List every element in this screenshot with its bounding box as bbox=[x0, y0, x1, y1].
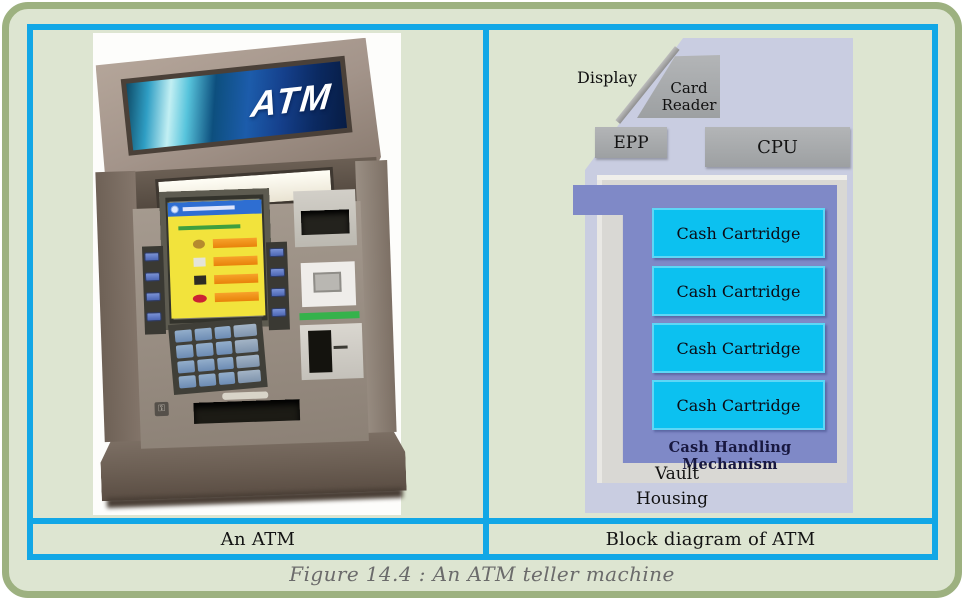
keypad-key bbox=[178, 374, 197, 389]
keypad-key bbox=[195, 342, 214, 357]
display-label: Display bbox=[577, 68, 638, 87]
atm-block-diagram: Cash Cartridge Cash Cartridge Cash Cartr… bbox=[489, 30, 932, 518]
vault-label: Vault bbox=[654, 464, 700, 484]
atm-photo-panel: ATM bbox=[33, 30, 483, 518]
cash-cartridge-block: Cash Cartridge bbox=[652, 266, 825, 316]
cpu-block: CPU bbox=[705, 127, 850, 167]
screen-stop-icon bbox=[192, 294, 207, 303]
cash-cartridge-label: Cash Cartridge bbox=[676, 223, 801, 243]
left-caption-cell: An ATM bbox=[33, 524, 483, 554]
keypad-key bbox=[234, 338, 259, 353]
cash-cartridge-label: Cash Cartridge bbox=[676, 281, 801, 301]
epp-block: EPP bbox=[595, 127, 667, 158]
screen-menu-bar bbox=[213, 255, 258, 267]
function-key bbox=[269, 267, 286, 278]
keypad-key bbox=[217, 371, 236, 386]
card-slot bbox=[308, 330, 333, 373]
atm-screen bbox=[167, 199, 266, 319]
keypad-key bbox=[175, 344, 194, 359]
screen-menu-bar bbox=[212, 237, 258, 249]
cash-cartridge-label: Cash Cartridge bbox=[676, 395, 801, 415]
keypad-key bbox=[194, 327, 212, 342]
screen-coin-icon bbox=[192, 239, 206, 249]
function-key bbox=[145, 292, 161, 302]
block-diagram-panel: Cash Cartridge Cash Cartridge Cash Cartr… bbox=[489, 30, 932, 518]
cash-cartridge-block: Cash Cartridge bbox=[652, 323, 825, 373]
atm-photo-caption: An ATM bbox=[220, 528, 296, 550]
cash-cartridge-block: Cash Cartridge bbox=[652, 208, 825, 258]
cash-cartridge-block: Cash Cartridge bbox=[652, 380, 825, 430]
keypad-key bbox=[216, 356, 235, 370]
keypad-key bbox=[215, 341, 234, 355]
epp-label: EPP bbox=[613, 132, 649, 153]
keypad-key bbox=[177, 359, 195, 374]
screen-menu-bar bbox=[214, 291, 259, 303]
cash-cartridge-label: Cash Cartridge bbox=[676, 338, 801, 358]
housing-label: Housing bbox=[635, 489, 708, 509]
screen-menu-bar bbox=[214, 273, 259, 285]
cash-dispenser-slot bbox=[193, 399, 301, 424]
receipt-slot bbox=[300, 209, 350, 236]
function-key bbox=[144, 252, 160, 262]
function-key bbox=[270, 287, 286, 298]
figure-table: ATM bbox=[27, 24, 938, 560]
cpu-label: CPU bbox=[757, 136, 798, 158]
card-slot-arrow-icon bbox=[333, 345, 348, 350]
lock-icon: ⚿ bbox=[154, 401, 169, 417]
block-diagram-caption: Block diagram of ATM bbox=[605, 528, 816, 550]
right-caption-cell: Block diagram of ATM bbox=[489, 524, 932, 554]
keypad-key bbox=[174, 329, 193, 343]
keypad-key bbox=[196, 357, 215, 372]
atm-machine: ATM bbox=[89, 32, 405, 516]
keypad-key bbox=[233, 323, 258, 338]
cash-handling-mechanism-label: Cash Handling Mechanism bbox=[668, 439, 792, 473]
card-reader-label: Card Reader bbox=[661, 79, 717, 114]
function-key bbox=[144, 272, 161, 282]
function-key bbox=[271, 307, 287, 318]
atm-photo: ATM bbox=[93, 33, 401, 515]
keypad-key bbox=[213, 325, 232, 340]
screen-green-text bbox=[178, 224, 241, 231]
function-key bbox=[269, 247, 285, 258]
screen-note-icon bbox=[193, 257, 206, 267]
keypad-key bbox=[237, 369, 262, 384]
screen-card-icon bbox=[194, 275, 207, 285]
card-icon bbox=[312, 271, 342, 293]
keypad-key bbox=[198, 373, 216, 387]
function-key bbox=[146, 312, 162, 322]
pin-keypad bbox=[167, 317, 268, 396]
atm-sign-text: ATM bbox=[248, 74, 334, 125]
keypad-key bbox=[236, 353, 260, 369]
figure-caption: Figure 14.4 : An ATM teller machine bbox=[289, 562, 675, 586]
